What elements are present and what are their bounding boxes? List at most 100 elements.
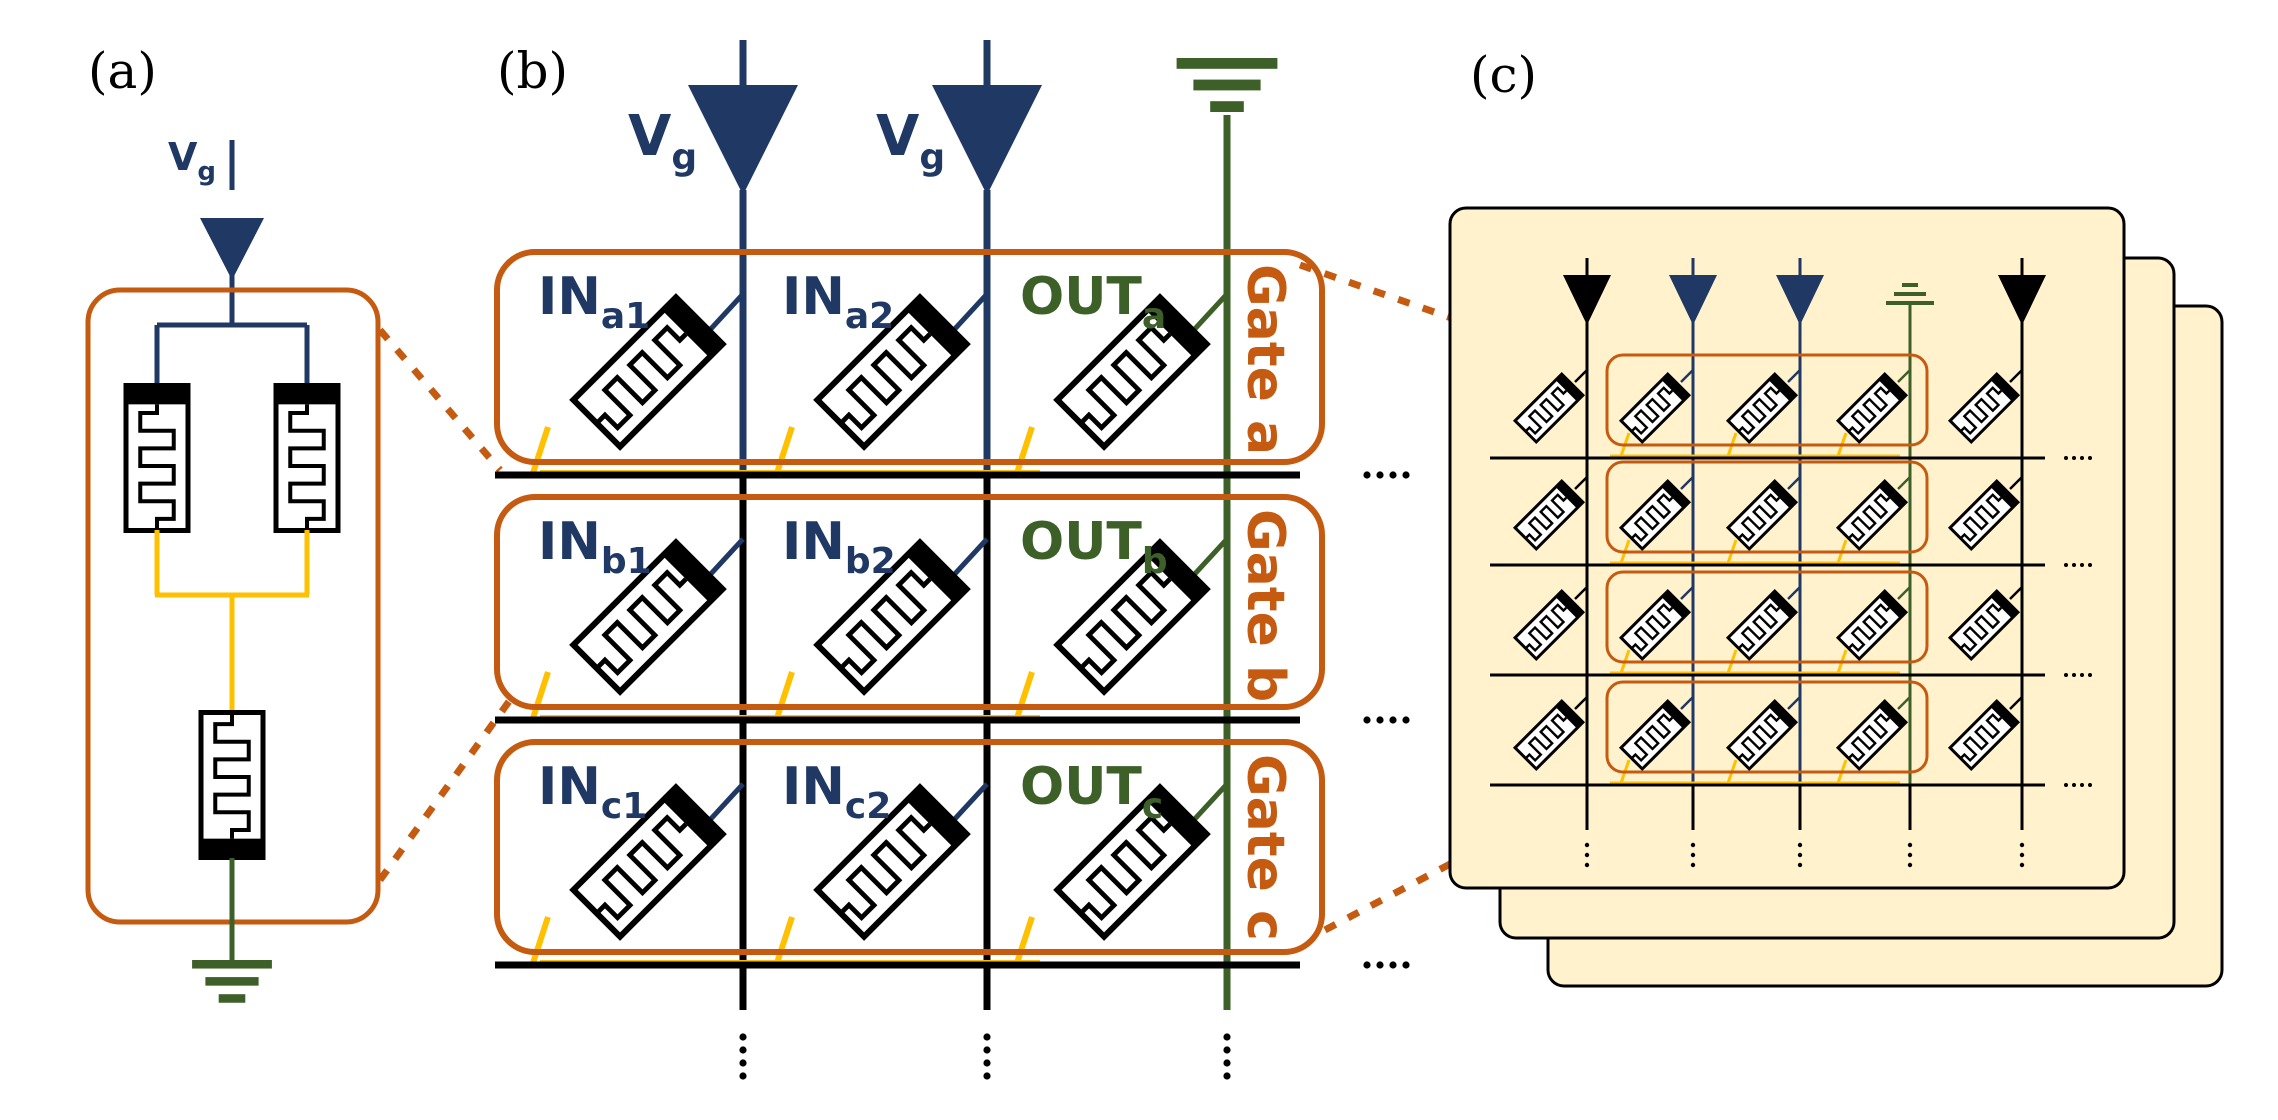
memristor-trace (1630, 603, 1674, 653)
panel-a-ground-icon (192, 960, 272, 1003)
cell-wire (950, 537, 989, 579)
cell-memristor-icon (813, 783, 971, 941)
dot (2072, 783, 2076, 787)
source-arrow-icon (1776, 275, 1824, 325)
memristor-trace (1847, 493, 1891, 543)
memristor-trace (288, 404, 326, 531)
cell-memristor-icon (1947, 698, 2021, 772)
memristor-terminal (1768, 374, 1796, 402)
column-continuation-dots (1907, 842, 1913, 868)
cell-memristor-icon (1835, 478, 1909, 552)
common-node-wire (774, 671, 795, 719)
ground-bar (1886, 301, 1934, 305)
memristor-terminal (1146, 787, 1207, 848)
dot (1363, 716, 1371, 724)
cell-label: INb2 (782, 512, 896, 582)
gate-label: Gate a (1235, 264, 1295, 455)
memristor-trace (595, 324, 688, 432)
dot (1223, 1033, 1231, 1041)
dot (739, 1046, 747, 1054)
cell-memristor-icon (1053, 538, 1211, 696)
memristor-trace (1959, 493, 2003, 543)
memristor-trace (1524, 386, 1568, 436)
cell-wire (1190, 782, 1229, 824)
cell-label: INc2 (782, 757, 891, 827)
memristor-terminal (1555, 591, 1583, 619)
input-memristor-icon (273, 383, 341, 533)
panel-b-source-label-2: Vg (876, 104, 945, 178)
gate-label: Gate b (1235, 509, 1295, 702)
dot (2072, 673, 2076, 677)
column-continuation-dots (1797, 842, 1803, 868)
gate-outline (1605, 680, 1929, 774)
cell-wire (1190, 537, 1229, 579)
memristor-terminal (906, 542, 967, 603)
cell-wire (1680, 696, 1694, 710)
gate-outline (1605, 460, 1929, 554)
panel-label-a: (a) (88, 42, 157, 100)
ground-bar (1894, 292, 1926, 296)
cell-label: OUTa (1020, 267, 1166, 337)
cell-wire (1574, 476, 1588, 490)
cell-memristor-icon (1835, 588, 1909, 662)
memristor-trace (1079, 324, 1172, 432)
dot (2064, 783, 2068, 787)
common-node-wire (774, 916, 795, 964)
cell-wire (1897, 369, 1911, 383)
dot (739, 1033, 747, 1041)
array-layer (1448, 206, 2126, 890)
dot (2080, 673, 2084, 677)
memristor-trace (595, 569, 688, 677)
dot (2019, 852, 2025, 858)
cell-memristor-icon (569, 538, 727, 696)
dot (1797, 862, 1803, 868)
memristor-terminal (1555, 701, 1583, 729)
memristor-trace (1079, 814, 1172, 922)
memristor-terminal (1146, 542, 1207, 603)
memristor-terminal (1878, 591, 1906, 619)
column-continuation-dots (1584, 842, 1590, 868)
dot (1376, 716, 1384, 724)
dot (1363, 961, 1371, 969)
panel-label-b: (b) (497, 42, 568, 100)
memristor-trace (1959, 713, 2003, 763)
memristor-terminal (662, 297, 723, 358)
memristor-terminal (1878, 481, 1906, 509)
memristor-terminal (1878, 701, 1906, 729)
cell-wire (1787, 696, 1801, 710)
dot (1363, 471, 1371, 479)
dot (2064, 673, 2068, 677)
row-continuation-dots (1363, 471, 1410, 479)
dot (1907, 862, 1913, 868)
cell-wire (706, 537, 745, 579)
cell-wire (1190, 292, 1229, 334)
cell-label: INa2 (782, 267, 894, 337)
memristor-terminal (906, 297, 967, 358)
column-continuation-dots (983, 1033, 991, 1080)
memristor-trace (1524, 493, 1568, 543)
cell-memristor-icon (813, 293, 971, 451)
memristor-trace (1630, 386, 1674, 436)
source-arrow-icon (1669, 275, 1717, 325)
dot (1584, 862, 1590, 868)
dot (1584, 852, 1590, 858)
cell-memristor-icon (1725, 371, 1799, 445)
cell-memristor-icon (1725, 478, 1799, 552)
dot (1389, 961, 1397, 969)
cell-wire (1574, 696, 1588, 710)
cell-wire (1897, 476, 1911, 490)
dot (1584, 842, 1590, 848)
ground-bar (218, 994, 246, 1003)
input-memristor-icon (123, 383, 191, 533)
common-node-wire (1014, 671, 1035, 719)
panel-b-ground-icon (1176, 58, 1278, 112)
source-arrow-icon (1998, 275, 2046, 325)
dot (1223, 1059, 1231, 1067)
memristor-trace (1847, 713, 1891, 763)
cell-wire (950, 782, 989, 824)
cell-wire (1680, 476, 1694, 490)
column-continuation-dots (1690, 842, 1696, 868)
cell-memristor-icon (1835, 698, 1909, 772)
